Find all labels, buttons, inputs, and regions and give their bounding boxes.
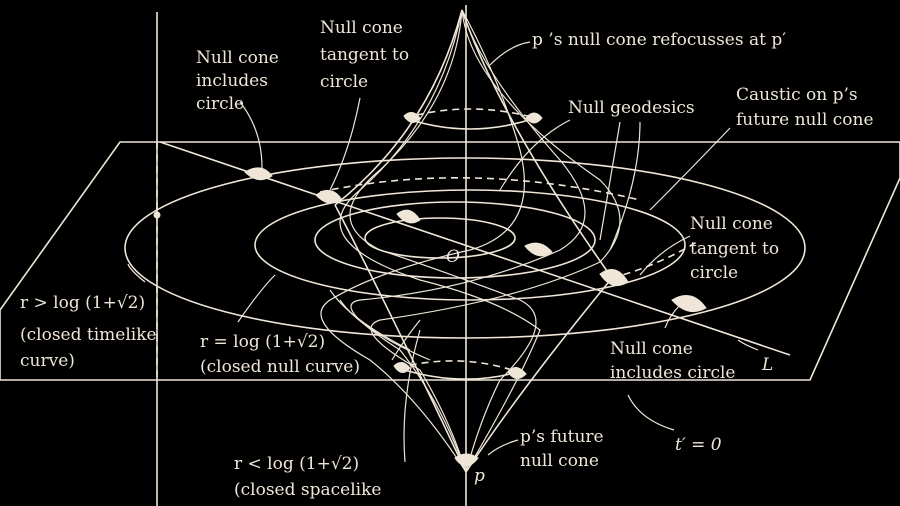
svg-text:tangent to: tangent to: [320, 45, 409, 65]
svg-text:r < log (1+√2): r < log (1+√2): [234, 454, 359, 474]
label-r-less: r < log (1+√2) (closed spacelike: [234, 454, 381, 500]
null-cone-icon: [454, 453, 479, 467]
label-L: L: [761, 355, 773, 375]
label-point-p: p: [474, 466, 485, 486]
label-null-cone-tangent-top: Null cone tangent to circle: [320, 18, 409, 92]
svg-text:r > log (1+√2): r > log (1+√2): [20, 293, 145, 313]
label-refocus: p ’s null cone refocusses at p′: [532, 30, 786, 50]
null-geodesics: [320, 9, 621, 473]
axis-point: [153, 211, 161, 219]
svg-text:includes circle: includes circle: [610, 363, 735, 383]
svg-text:Caustic on p’s: Caustic on p’s: [736, 85, 858, 105]
label-caustic: Caustic on p’s future null cone: [736, 85, 874, 130]
svg-text:Null cone: Null cone: [196, 48, 279, 68]
closed-spacelike-curve: [314, 201, 596, 279]
closed-timelike-curve: [124, 157, 806, 339]
null-cone-icon: [396, 209, 421, 224]
svg-text:(closed null curve): (closed null curve): [200, 357, 360, 377]
plane-t-zero: [0, 141, 900, 381]
label-r-equal: r = log (1+√2) (closed null curve): [200, 332, 360, 377]
svg-text:future null cone: future null cone: [736, 110, 874, 130]
svg-text:curve): curve): [20, 351, 75, 371]
null-cones: [244, 112, 707, 467]
svg-text:r = log (1+√2): r = log (1+√2): [200, 332, 325, 352]
svg-text:p’s future: p’s future: [520, 427, 604, 447]
null-cone-icon: [671, 295, 707, 313]
dashed-right-curve: [611, 239, 701, 279]
label-null-cone-tangent-right: Null cone tangent to circle: [690, 214, 779, 283]
svg-text:null cone: null cone: [520, 451, 599, 471]
svg-text:circle: circle: [320, 72, 368, 92]
dashed-mid-curve: [319, 177, 641, 201]
label-origin: O: [446, 247, 460, 267]
svg-text:tangent to: tangent to: [690, 239, 779, 259]
svg-text:Null cone: Null cone: [610, 339, 693, 359]
upper-circle-back: [404, 108, 536, 119]
svg-text:circle: circle: [196, 94, 244, 114]
svg-text:circle: circle: [690, 263, 738, 283]
svg-text:Null cone: Null cone: [690, 214, 773, 234]
svg-text:Null cone: Null cone: [320, 18, 403, 38]
null-cone-icon: [244, 167, 273, 181]
label-r-greater: r > log (1+√2) (closed timelike curve): [20, 293, 157, 371]
null-cone-icon: [393, 362, 411, 373]
label-null-geodesics: Null geodesics: [568, 98, 695, 118]
inner-ellipse: [364, 217, 516, 259]
cone-upper-right-edge: [461, 9, 613, 279]
label-null-cone-includes-circle-bottom: Null cone includes circle: [610, 339, 735, 383]
label-future-null-cone: p’s future null cone: [520, 427, 604, 471]
null-cone-icon: [315, 190, 343, 204]
null-cone-icon: [599, 269, 629, 287]
closed-null-curve: [254, 189, 686, 301]
svg-text:(closed spacelike: (closed spacelike: [234, 480, 381, 500]
null-cone-icon: [524, 242, 553, 257]
upper-circle-front: [404, 117, 536, 130]
svg-text:(closed timelike: (closed timelike: [20, 325, 157, 345]
null-cone-icon: [507, 367, 527, 379]
annotation-arrows: [127, 41, 759, 463]
null-cone-icon: [403, 112, 421, 123]
label-t-prime: t′ = 0: [675, 435, 722, 455]
cone-lower-left-edge: [334, 204, 467, 473]
cone-upper-left-edge: [334, 9, 463, 206]
label-null-cone-includes-circle-top: Null cone includes circle: [196, 48, 279, 114]
cone-lower-right-edge: [465, 277, 613, 473]
null-cone-icon: [525, 112, 543, 124]
svg-text:includes: includes: [196, 71, 268, 91]
lower-circle-front: [397, 367, 519, 380]
